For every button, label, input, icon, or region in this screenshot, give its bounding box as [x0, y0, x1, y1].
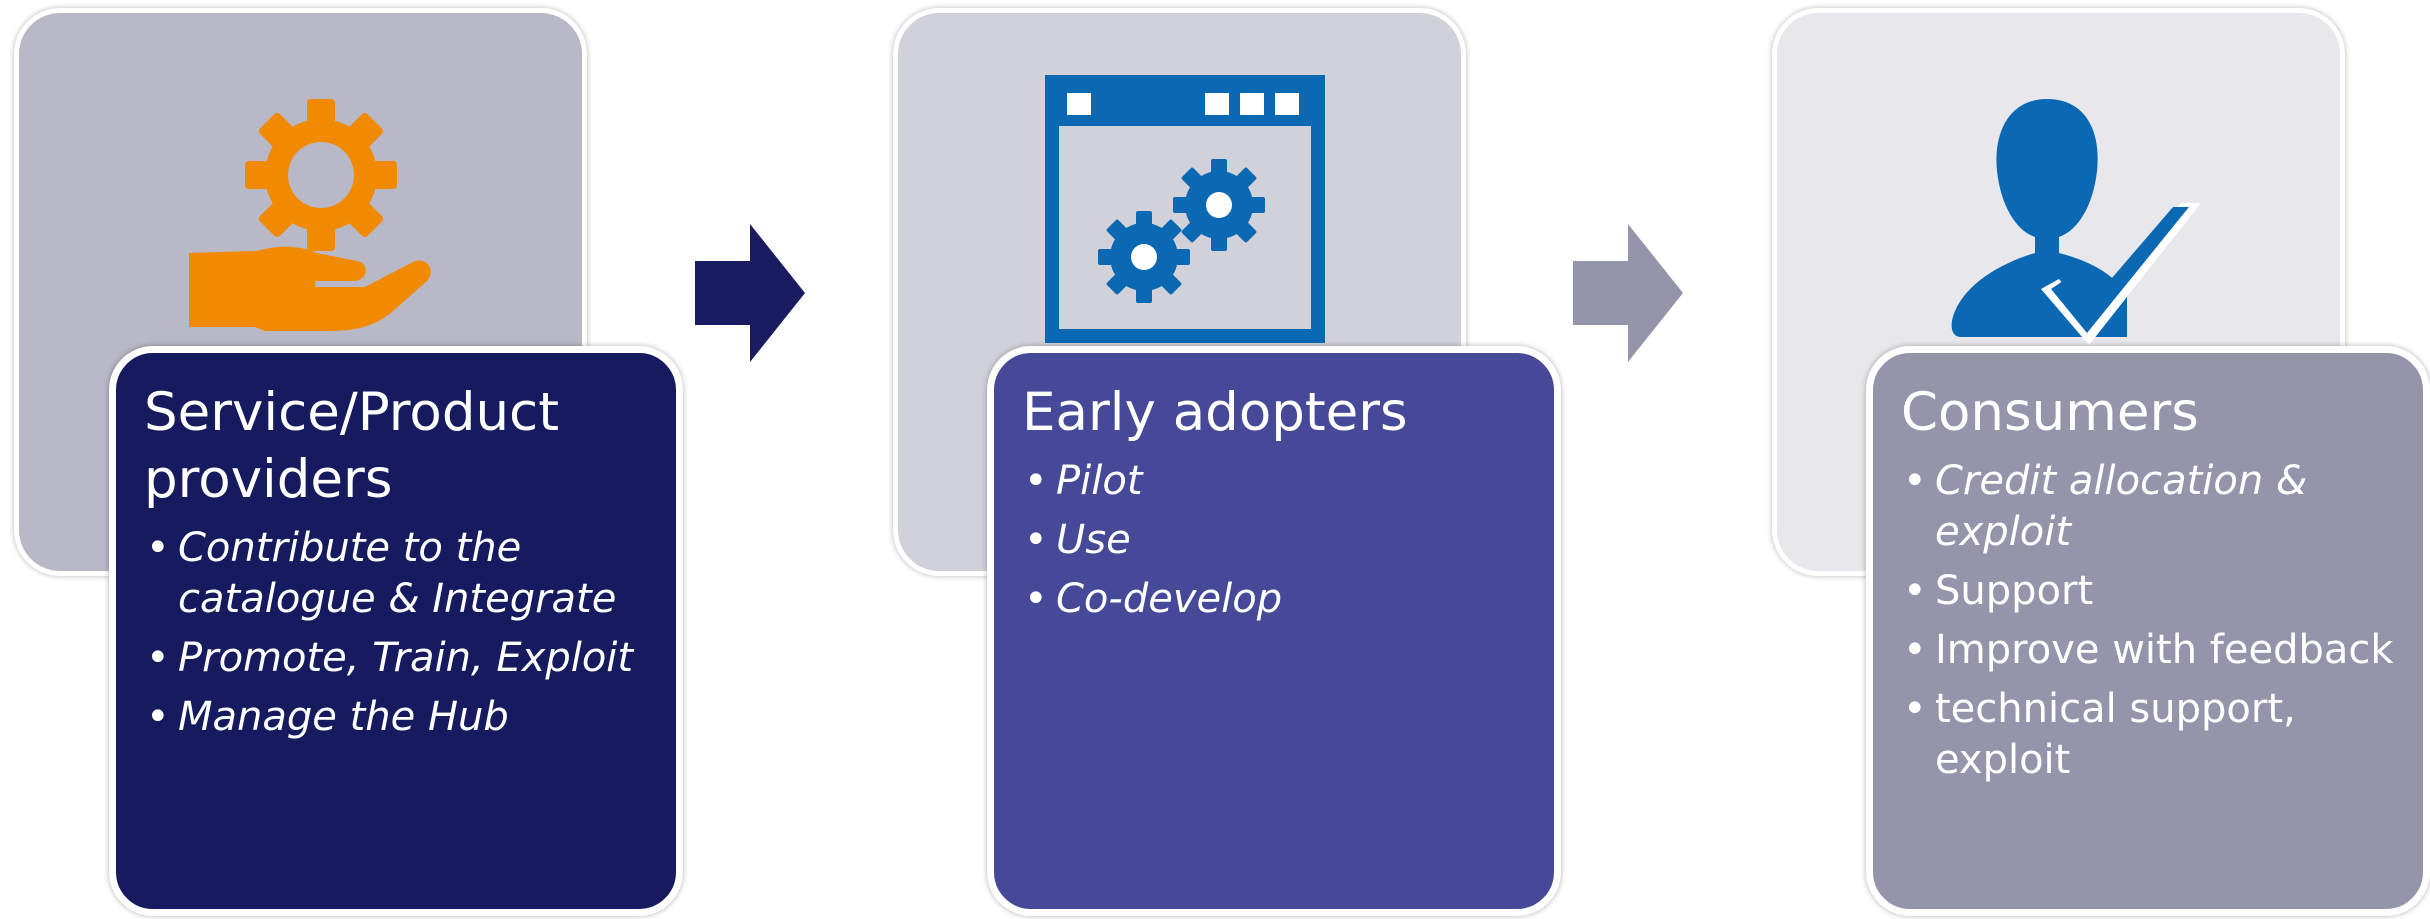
list-item: Improve with feedback	[1901, 625, 2415, 676]
stage-title: Early adopters	[1022, 382, 1408, 443]
list-item: Pilot	[1022, 456, 1538, 507]
stage-title: Service/Product providers	[144, 382, 559, 510]
early-adopters-card: Early adopters Pilot Use Co-develop	[987, 346, 1561, 916]
consumers-card: Consumers Credit allocation & exploit Su…	[1866, 346, 2430, 916]
list-item: Contribute to the catalogue & Integrate	[144, 523, 660, 625]
list-item: Support	[1901, 566, 2415, 617]
stage-title: Consumers	[1901, 382, 2199, 443]
providers-card: Service/Product providers Contribute to …	[109, 346, 683, 916]
arrow-right-icon	[1573, 224, 1683, 362]
list-item: Credit allocation & exploit	[1901, 456, 2415, 558]
list-item: Promote, Train, Exploit	[144, 633, 660, 684]
arrow-right-icon	[695, 224, 805, 362]
list-item: Manage the Hub	[144, 692, 660, 743]
bullet-list: Pilot Use Co-develop	[1022, 456, 1538, 625]
hand-gear-icon	[169, 95, 449, 355]
list-item: Use	[1022, 515, 1538, 566]
bullet-list: Contribute to the catalogue & Integrate …	[144, 523, 660, 743]
list-item: technical support, exploit	[1901, 684, 2415, 786]
list-item: Co-develop	[1022, 574, 1538, 625]
user-check-icon	[1951, 93, 2211, 353]
app-window-gears-icon	[1045, 75, 1325, 343]
bullet-list: Credit allocation & exploit Support Impr…	[1901, 456, 2415, 786]
